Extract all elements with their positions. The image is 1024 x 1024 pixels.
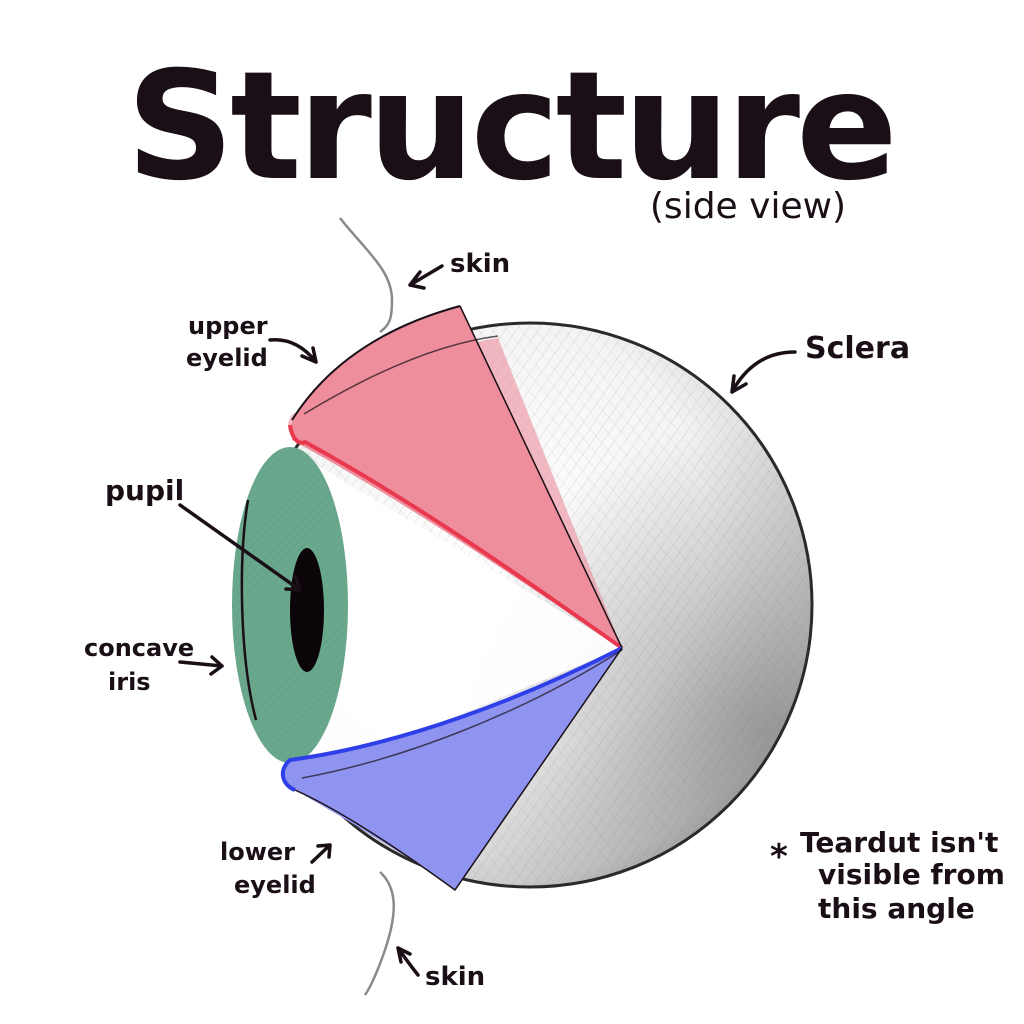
title: Structure [126,40,894,214]
note-star: * [770,837,788,877]
label-upper-eyelid-line2: eyelid [186,344,268,372]
annotation-arrows [178,264,797,977]
lower-eyelid-arrow [310,843,332,864]
note-line1: Teardut isn't [800,826,998,859]
subtitle: (side view) [650,186,846,227]
label-lower-eyelid-line1: lower [220,838,295,866]
skin-top-arrow [408,264,444,290]
upper-eyelid [288,305,624,650]
label-skin-top: skin [450,249,510,279]
teardut-note: * Teardut isn't visible from this angle [770,826,1005,925]
label-upper-eyelid-line1: upper [188,312,268,340]
iris [232,447,348,763]
skin-bottom-arrow [396,946,420,977]
skin-line-top [339,217,394,334]
pupil-arrow [178,503,302,592]
iris-arrow [178,655,224,676]
label-sclera: Sclera [805,331,910,366]
label-pupil: pupil [105,474,184,507]
sclera-arrow [730,350,797,394]
label-lower-eyelid-line2: eyelid [234,871,316,899]
lower-eyelid [280,646,623,892]
label-skin-bottom: skin [425,962,485,992]
skin-line-bottom [363,871,395,996]
pupil [290,548,324,672]
label-iris-line2: iris [108,668,151,696]
label-iris-line1: concave [84,634,194,662]
note-line3: this angle [818,892,975,925]
upper-eyelid-arrow [268,338,318,364]
note-line2: visible from [818,858,1005,891]
